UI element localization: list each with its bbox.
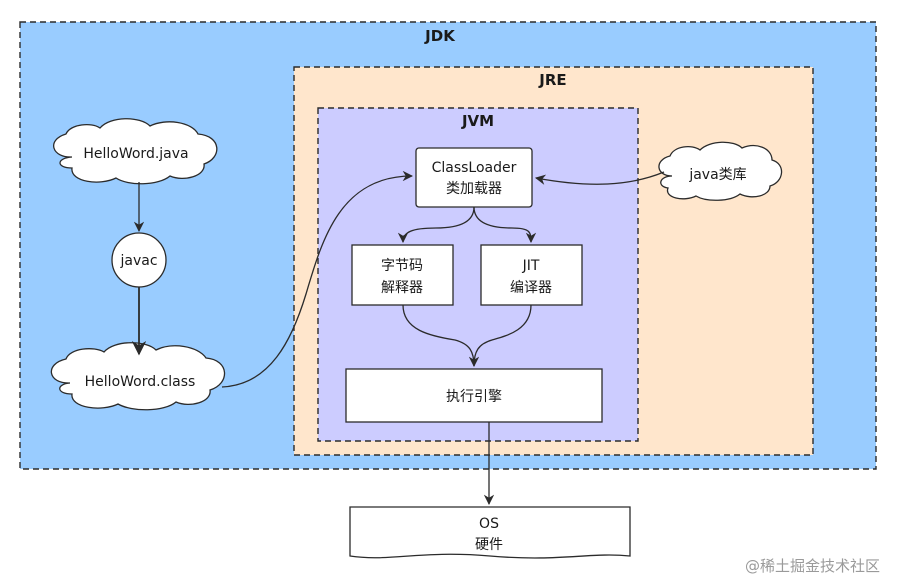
class-loader-sublabel: 类加载器 — [446, 181, 502, 197]
class-file-label: HelloWord.class — [85, 374, 196, 390]
class-loader-label: ClassLoader — [432, 160, 517, 176]
bytecode-interpreter-box: 字节码 解释器 — [351, 244, 454, 306]
bytecode-interpreter-sublabel: 解释器 — [381, 280, 423, 296]
jit-compiler-box: JIT 编译器 — [480, 244, 583, 306]
bytecode-interpreter-label: 字节码 — [381, 258, 423, 274]
arrow-interpreter-to-engine — [402, 304, 480, 368]
jit-compiler-sublabel: 编译器 — [510, 280, 552, 296]
java-library-label: java类库 — [688, 167, 746, 183]
watermark-text: @稀土掘金技术社区 — [745, 557, 880, 575]
execution-engine-box: 执行引擎 — [345, 368, 603, 423]
arrow-classloader-to-jit — [473, 206, 537, 244]
arrow-classloader-to-interpreter — [397, 206, 475, 244]
hardware-label: 硬件 — [475, 537, 503, 553]
java-library-cloud: java类库 — [658, 141, 783, 201]
execution-engine-label: 执行引擎 — [446, 389, 502, 405]
jre-title: JRE — [538, 71, 566, 89]
arrow-jit-to-engine — [473, 304, 532, 367]
jit-compiler-label: JIT — [522, 258, 540, 274]
class-file-cloud: HelloWord.class — [50, 342, 226, 411]
os-label: OS — [479, 516, 499, 532]
javac-label: javac — [119, 253, 157, 269]
arrow-library-to-classloader — [534, 171, 665, 185]
javac-node: javac — [111, 232, 167, 288]
arrow-class-to-classloader — [221, 170, 414, 388]
class-loader-box: ClassLoader 类加载器 — [415, 147, 533, 208]
os-hardware-box: OS 硬件 — [349, 506, 631, 559]
source-file-label: HelloWord.java — [83, 146, 188, 162]
jdk-title: JDK — [424, 27, 456, 45]
jvm-title: JVM — [461, 112, 494, 130]
source-file-cloud: HelloWord.java — [53, 118, 218, 185]
